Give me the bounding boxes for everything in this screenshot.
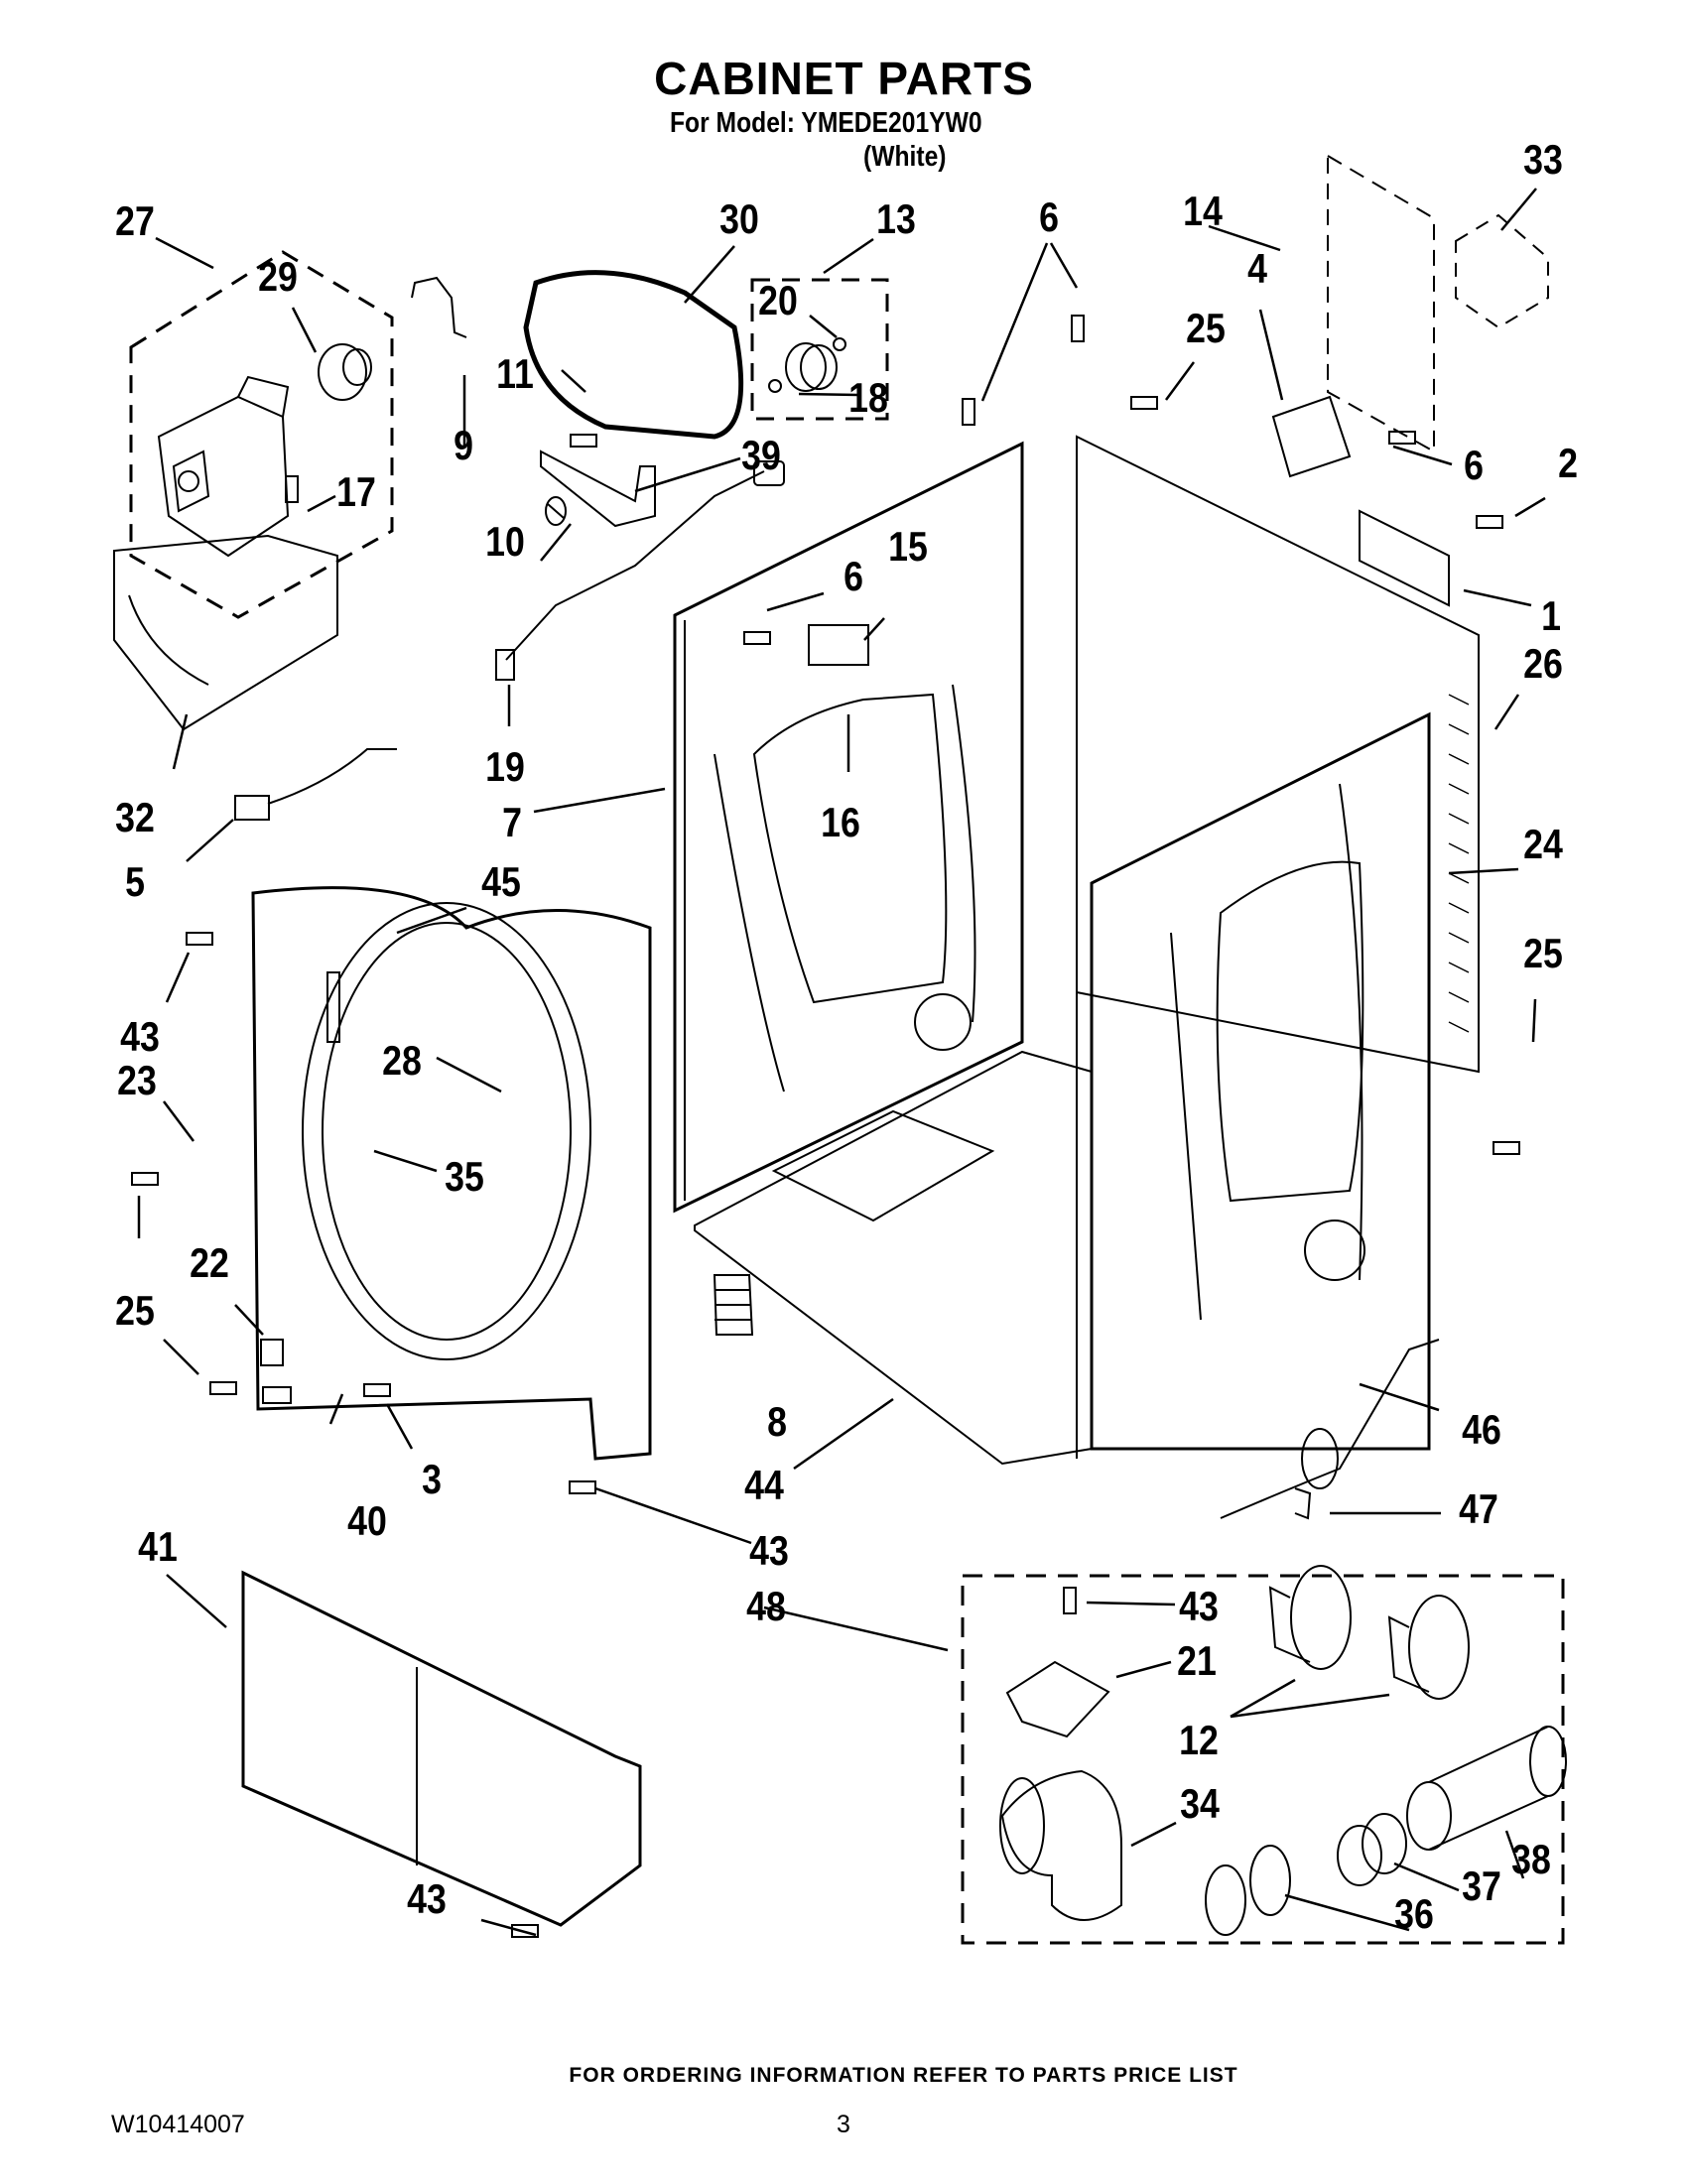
rear-panel <box>673 441 1024 1214</box>
callout-1[interactable]: 1 <box>1541 592 1561 639</box>
ordering-note: FOR ORDERING INFORMATION REFER TO PARTS … <box>569 2064 1238 2087</box>
callout-22[interactable]: 22 <box>190 1239 229 1286</box>
control-board <box>808 624 869 666</box>
callout-9[interactable]: 9 <box>454 422 473 468</box>
callout-35[interactable]: 35 <box>445 1153 484 1200</box>
page-number: 3 <box>837 2111 850 2138</box>
toe-panel <box>241 1570 642 1927</box>
callout-15[interactable]: 15 <box>888 523 928 570</box>
callout-33[interactable]: 33 <box>1523 136 1563 183</box>
door-catch <box>262 1386 292 1404</box>
leveling-leg <box>713 1274 754 1336</box>
idler-group <box>750 278 889 421</box>
idler-pulley <box>785 342 838 392</box>
callout-28[interactable]: 28 <box>382 1037 422 1084</box>
callout-4[interactable]: 4 <box>1247 245 1267 292</box>
vent-cover-plate <box>1005 1660 1110 1738</box>
callout-2[interactable]: 2 <box>1558 440 1578 486</box>
callout-6-mid[interactable]: 6 <box>844 553 863 599</box>
callout-6-top[interactable]: 6 <box>1039 193 1059 240</box>
callout-44[interactable]: 44 <box>744 1462 784 1508</box>
cord-clip <box>1294 1487 1312 1520</box>
callout-23[interactable]: 23 <box>117 1057 157 1103</box>
side-panel-rear <box>1076 435 1480 1074</box>
callout-11[interactable]: 11 <box>496 350 534 397</box>
callout-16[interactable]: 16 <box>821 799 860 845</box>
callout-17[interactable]: 17 <box>336 468 376 515</box>
callout-43-vent[interactable]: 43 <box>1179 1583 1219 1629</box>
side-louvres <box>1448 694 1470 1033</box>
callout-37[interactable]: 37 <box>1462 1863 1501 1909</box>
callout-34[interactable]: 34 <box>1180 1780 1220 1827</box>
callout-19[interactable]: 19 <box>485 743 525 790</box>
callout-25-left[interactable]: 25 <box>115 1287 155 1334</box>
vent-clamp-adapter <box>1205 1845 1291 1936</box>
callout-5[interactable]: 5 <box>125 858 145 905</box>
vent-kit-group <box>961 1574 1565 1945</box>
callout-43-toe[interactable]: 43 <box>407 1875 447 1922</box>
callout-40[interactable]: 40 <box>347 1497 387 1544</box>
callout-20[interactable]: 20 <box>758 277 798 323</box>
callout-25-top[interactable]: 25 <box>1186 305 1226 351</box>
callout-13[interactable]: 13 <box>876 195 916 242</box>
callout-21[interactable]: 21 <box>1177 1637 1217 1684</box>
vent-pipe <box>1406 1726 1567 1851</box>
callout-45[interactable]: 45 <box>481 858 521 905</box>
callout-38[interactable]: 38 <box>1511 1836 1551 1882</box>
motor-assembly-group <box>129 250 394 619</box>
motor-pulley <box>318 343 372 401</box>
door-strike <box>260 1339 284 1366</box>
drive-motor <box>157 375 290 558</box>
motor-clamp <box>411 276 467 338</box>
callout-3[interactable]: 3 <box>422 1456 442 1502</box>
callout-32[interactable]: 32 <box>115 794 155 840</box>
callout-8[interactable]: 8 <box>767 1398 787 1445</box>
callout-29[interactable]: 29 <box>258 253 298 300</box>
idler-spring <box>545 496 567 526</box>
motor-mount <box>113 534 338 731</box>
color-line: (White) <box>863 141 947 173</box>
power-cord <box>1220 1339 1440 1519</box>
callout-27[interactable]: 27 <box>115 197 155 244</box>
callout-10[interactable]: 10 <box>485 518 525 565</box>
callout-43-bottom-mid[interactable]: 43 <box>749 1527 789 1574</box>
document-number: W10414007 <box>111 2111 245 2138</box>
callout-47[interactable]: 47 <box>1459 1485 1498 1532</box>
terminal-block <box>1271 395 1352 478</box>
callout-7[interactable]: 7 <box>502 799 522 845</box>
screws <box>131 315 1520 1938</box>
vent-coupler <box>1337 1813 1407 1886</box>
wire-nut-group <box>1455 213 1549 329</box>
switch-harness <box>234 748 397 821</box>
callout-14[interactable]: 14 <box>1183 188 1223 234</box>
callout-43-left[interactable]: 43 <box>120 1013 160 1060</box>
access-cover <box>1359 509 1450 607</box>
callout-46[interactable]: 46 <box>1462 1406 1501 1453</box>
callout-41[interactable]: 41 <box>138 1523 178 1570</box>
idler-bracket <box>540 450 656 528</box>
callout-18[interactable]: 18 <box>848 374 888 421</box>
drive-belt <box>523 270 744 440</box>
callout-12[interactable]: 12 <box>1179 1717 1219 1763</box>
callout-6-right[interactable]: 6 <box>1464 442 1484 488</box>
model-line: For Model: YMEDE201YW0 <box>670 107 982 139</box>
vent-elbow <box>1000 1769 1122 1921</box>
leader-lines <box>137 188 1546 1937</box>
callout-48[interactable]: 48 <box>746 1583 786 1629</box>
door-opening <box>302 902 591 1360</box>
callout-25-right[interactable]: 25 <box>1523 930 1563 976</box>
cabinet-base <box>694 1050 1093 1466</box>
callout-36[interactable]: 36 <box>1394 1890 1434 1937</box>
callout-30[interactable]: 30 <box>719 195 759 242</box>
callout-26[interactable]: 26 <box>1523 640 1563 687</box>
callout-39[interactable]: 39 <box>741 432 781 478</box>
terminal-group <box>1327 154 1435 453</box>
callout-24[interactable]: 24 <box>1523 821 1563 867</box>
front-panel <box>251 886 652 1461</box>
door-seal <box>326 971 340 1043</box>
wiring-harness <box>505 470 765 661</box>
side-panel <box>1090 711 1431 1451</box>
page-title: CABINET PARTS <box>654 53 1034 104</box>
